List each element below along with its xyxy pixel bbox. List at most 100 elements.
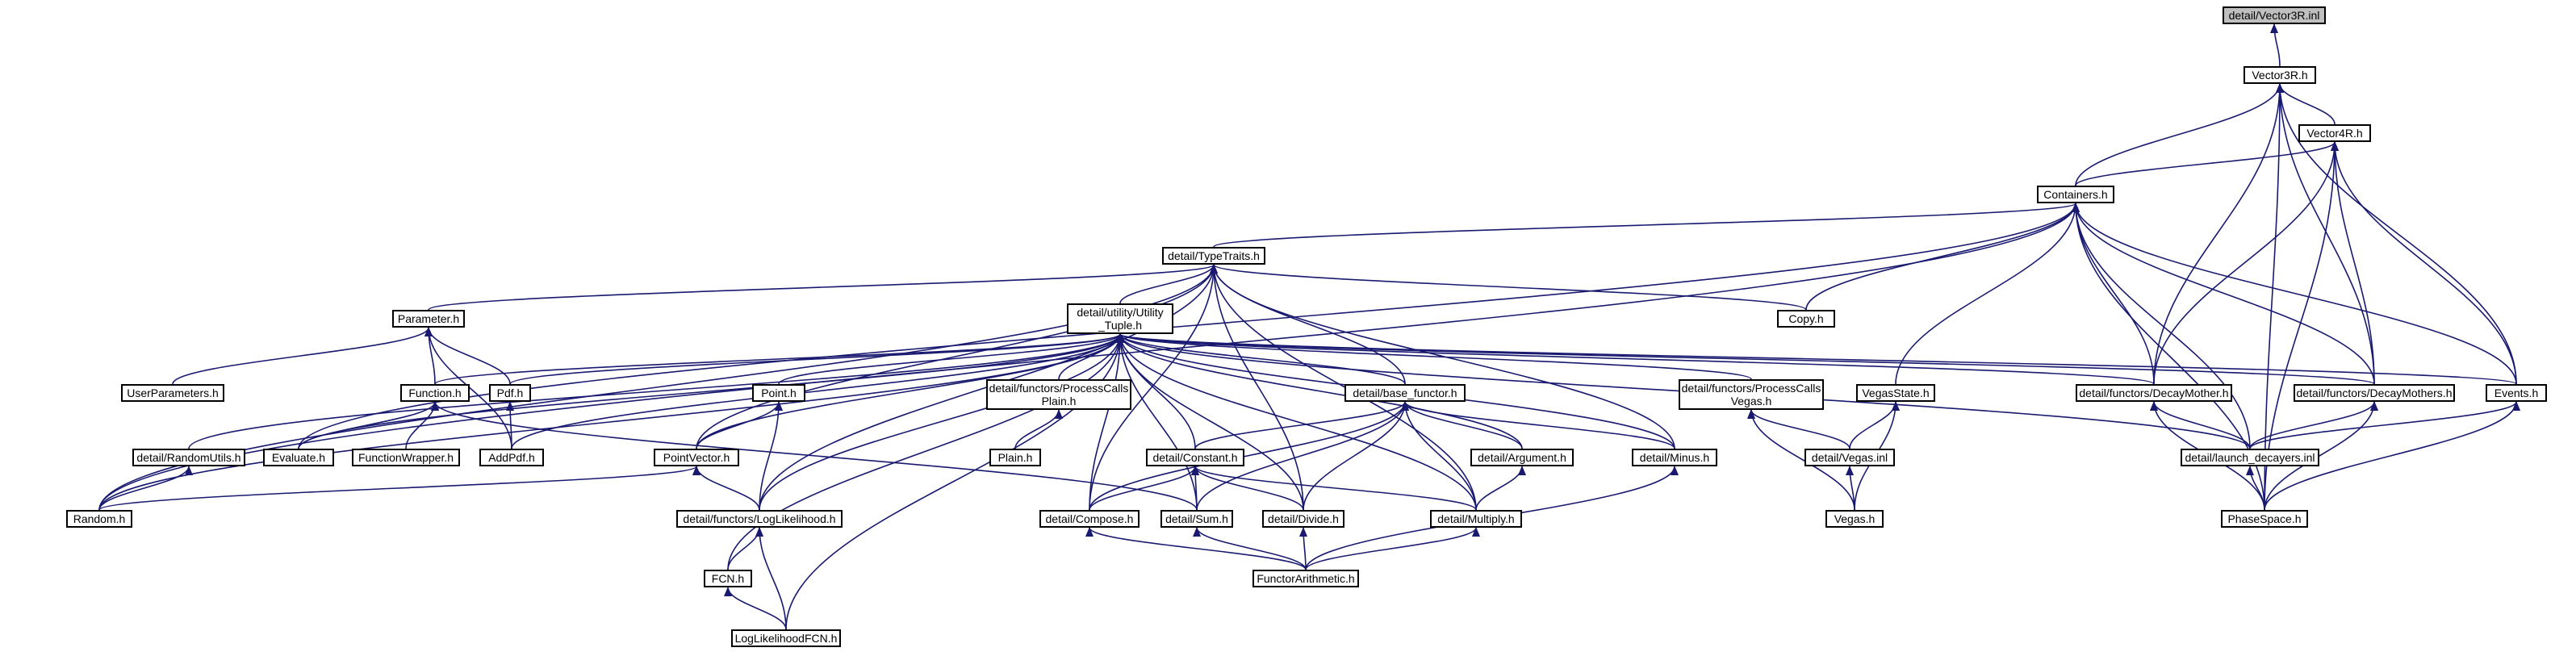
edge-decaymothers_h-to-vector3r_h <box>2276 83 2375 385</box>
edge-functorarithmetic_h-to-sum_h <box>1193 527 1307 570</box>
node-loglikelihood-h[interactable]: detail/functors/LogLikelihood.h <box>676 510 843 528</box>
node-decaymother-h[interactable]: detail/functors/DecayMother.h <box>2076 384 2232 402</box>
edge-decaymother_h-to-vector3r_h <box>2153 83 2284 385</box>
node-randomutils-h[interactable]: detail/RandomUtils.h <box>132 449 245 466</box>
edge-compose_h-to-typetraits_h <box>1089 264 1218 511</box>
node-minus-h[interactable]: detail/Minus.h <box>1632 449 1717 466</box>
edge-vegas_inl-to-vegasstate_h <box>1849 401 1900 449</box>
edge-random_h-to-pointvector_h <box>98 466 700 511</box>
edge-plain_h-to-processcalls_plain_h <box>1014 409 1063 449</box>
edge-fcn_h-to-loglikelihood_h <box>727 527 763 570</box>
edge-events_h-to-containers_h <box>2072 203 2517 385</box>
node-plain-h[interactable]: Plain.h <box>989 449 1041 466</box>
edge-sum_h-to-base_functor_h <box>1196 401 1409 511</box>
edge-decaymother_h-to-containers_h <box>2072 203 2155 385</box>
node-events-h[interactable]: Events.h <box>2486 384 2547 402</box>
edge-vector3r_h-to-vector3r_inl <box>2270 23 2281 67</box>
edge-processcalls_vegas_h-to-utility_tuple_h <box>1116 333 1752 380</box>
node-point-h[interactable]: Point.h <box>752 384 805 402</box>
node-loglikelihoodfcn-h[interactable]: LogLikelihoodFCN.h <box>731 629 841 647</box>
edge-launch_decayers_inl-to-decaymother_h <box>2150 401 2251 449</box>
node-vector4r-h[interactable]: Vector4R.h <box>2298 124 2371 142</box>
edge-events_h-to-vector3r_h <box>2276 83 2517 385</box>
node-phasespace-h[interactable]: PhaseSpace.h <box>2221 510 2308 528</box>
node-argument-h[interactable]: detail/Argument.h <box>1470 449 1574 466</box>
node-divide-h[interactable]: detail/Divide.h <box>1262 510 1344 528</box>
edge-evaluate_h-to-function_h <box>298 401 439 449</box>
edge-addpdf_h-to-parameter_h <box>424 327 512 449</box>
edge-point_h-to-utility_tuple_h <box>778 333 1124 385</box>
node-vegas-inl[interactable]: detail/Vegas.inl <box>1804 449 1895 466</box>
node-functionwrapper-h[interactable]: FunctionWrapper.h <box>352 449 460 466</box>
edge-constant_h-to-base_functor_h <box>1194 401 1409 449</box>
edge-events_h-to-vector4r_h <box>2331 141 2517 385</box>
edge-argument_h-to-base_functor_h <box>1401 401 1523 449</box>
edge-launch_decayers_inl-to-containers_h <box>2072 203 2251 449</box>
node-decaymothers-h[interactable]: detail/functors/DecayMothers.h <box>2294 384 2455 402</box>
edge-vegas_h-to-processcalls_vegas_h <box>1747 409 1855 511</box>
edge-compose_h-to-constant_h <box>1089 466 1199 511</box>
node-random-h[interactable]: Random.h <box>66 510 132 528</box>
edge-divide_h-to-utility_tuple_h <box>1116 333 1304 511</box>
node-processcalls-vegas-h[interactable]: detail/functors/ProcessCalls Vegas.h <box>1679 379 1824 410</box>
edge-decaymother_h-to-utility_tuple_h <box>1116 333 2155 385</box>
node-base-functor-h[interactable]: detail/base_functor.h <box>1344 384 1466 402</box>
edge-loglikelihoodfcn_h-to-fcn_h <box>724 587 787 630</box>
edge-vegas_inl-to-processcalls_vegas_h <box>1747 409 1850 449</box>
edge-functorarithmetic_h-to-compose_h <box>1085 527 1307 570</box>
node-vegas-h[interactable]: Vegas.h <box>1825 510 1884 528</box>
edge-base_functor_h-to-utility_tuple_h <box>1116 333 1406 385</box>
edge-phasespace_h-to-decaymothers_h <box>2264 401 2378 511</box>
node-vegasstate-h[interactable]: VegasState.h <box>1856 384 1935 402</box>
edge-addpdf_h-to-pdf_h <box>506 401 515 449</box>
edge-containers_h-to-vector3r_h <box>2075 83 2284 186</box>
edge-pdf_h-to-utility_tuple_h <box>509 333 1124 385</box>
edge-minus_h-to-base_functor_h <box>1401 401 1675 449</box>
edge-phasespace_h-to-launch_decayers_inl <box>2246 466 2265 511</box>
node-launch-decayers-inl[interactable]: detail/launch_decayers.inl <box>2181 449 2319 466</box>
edge-multiply_h-to-utility_tuple_h <box>1116 333 1477 511</box>
node-fcn-h[interactable]: FCN.h <box>704 570 752 587</box>
edge-loglikelihoodfcn_h-to-loglikelihood_h <box>755 527 787 630</box>
edge-divide_h-to-typetraits_h <box>1210 264 1304 511</box>
node-utility-tuple-h[interactable]: detail/utility/Utility _Tuple.h <box>1067 303 1173 334</box>
node-userparameters-h[interactable]: UserParameters.h <box>121 384 224 402</box>
node-functorarithmetic-h[interactable]: FunctorArithmetic.h <box>1252 570 1359 587</box>
node-compose-h[interactable]: detail/Compose.h <box>1039 510 1140 528</box>
edge-randomutils_h-to-utility_tuple_h <box>188 333 1124 449</box>
node-parameter-h[interactable]: Parameter.h <box>392 310 465 328</box>
edge-sum_h-to-function_h <box>431 401 1198 511</box>
edge-decaymother_h-to-vector4r_h <box>2153 141 2339 385</box>
node-pdf-h[interactable]: Pdf.h <box>489 384 531 402</box>
edge-decaymothers_h-to-vector4r_h <box>2331 141 2375 385</box>
edge-userparameters_h-to-parameter_h <box>172 327 433 385</box>
node-sum-h[interactable]: detail/Sum.h <box>1160 510 1233 528</box>
node-addpdf-h[interactable]: AddPdf.h <box>479 449 544 466</box>
node-evaluate-h[interactable]: Evaluate.h <box>263 449 334 466</box>
edge-functorarithmetic_h-to-multiply_h <box>1305 527 1480 570</box>
edge-evaluate_h-to-containers_h <box>298 203 2080 449</box>
node-constant-h[interactable]: detail/Constant.h <box>1146 449 1244 466</box>
node-containers-h[interactable]: Containers.h <box>2037 186 2114 203</box>
edge-multiply_h-to-argument_h <box>1475 466 1526 511</box>
node-function-h[interactable]: Function.h <box>400 384 470 402</box>
edge-random_h-to-utility_tuple_h <box>98 333 1124 511</box>
node-vector3r-h[interactable]: Vector3R.h <box>2244 66 2316 84</box>
edge-loglikelihood_h-to-pointvector_h <box>692 466 760 511</box>
edge-divide_h-to-constant_h <box>1191 466 1304 511</box>
node-typetraits-h[interactable]: detail/TypeTraits.h <box>1162 247 1265 265</box>
edge-launch_decayers_inl-to-decaymothers_h <box>2249 401 2378 449</box>
node-vector3r-inl: detail/Vector3R.inl <box>2223 6 2326 24</box>
node-pointvector-h[interactable]: PointVector.h <box>654 449 739 466</box>
edge-functorarithmetic_h-to-divide_h <box>1299 527 1308 570</box>
edge-pointvector_h-to-typetraits_h <box>696 264 1218 449</box>
edge-events_h-to-utility_tuple_h <box>1116 333 2517 385</box>
node-multiply-h[interactable]: detail/Multiply.h <box>1430 510 1522 528</box>
node-copy-h[interactable]: Copy.h <box>1777 310 1835 328</box>
node-processcalls-plain-h[interactable]: detail/functors/ProcessCalls Plain.h <box>986 379 1131 410</box>
edge-copy_h-to-containers_h <box>1805 203 2080 311</box>
edge-loglikelihood_h-to-utility_tuple_h <box>759 333 1124 511</box>
edge-sum_h-to-utility_tuple_h <box>1116 333 1198 511</box>
edge-argument_h-to-utility_tuple_h <box>1116 333 1523 449</box>
